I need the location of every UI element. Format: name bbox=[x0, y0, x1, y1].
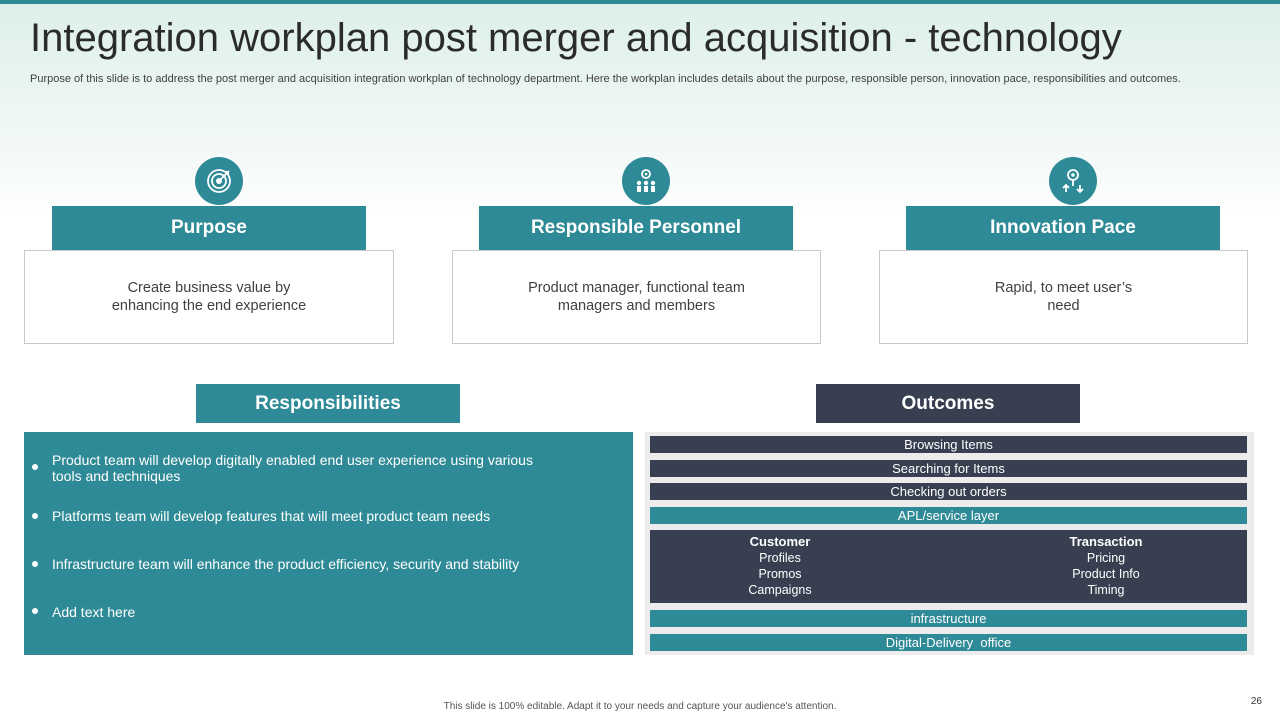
footer-note: This slide is 100% editable. Adapt it to… bbox=[443, 701, 837, 712]
outcomes-panel: Browsing Items Searching for Items Check… bbox=[645, 432, 1254, 655]
responsible-personnel-header: Responsible Personnel bbox=[479, 206, 793, 250]
transaction-item: Pricing bbox=[1086, 551, 1126, 565]
purpose-card: Create business value by enhancing the e… bbox=[24, 250, 394, 344]
outcome-block: Customer Profiles Promos Campaigns Trans… bbox=[650, 530, 1247, 603]
team-gear-icon bbox=[622, 157, 670, 205]
transaction-item: Product Info bbox=[1072, 567, 1140, 581]
responsibility-item: Infrastructure team will enhance the pro… bbox=[52, 556, 520, 572]
page-number: 26 bbox=[1250, 696, 1262, 707]
bullet-icon bbox=[32, 561, 38, 567]
responsibility-item: Platforms team will develop features tha… bbox=[52, 508, 491, 524]
bullet-icon bbox=[32, 464, 38, 470]
responsibility-item: Add text here bbox=[52, 604, 136, 620]
innovation-pace-header: Innovation Pace bbox=[906, 206, 1220, 250]
innovation-pace-card: Rapid, to meet user’s need bbox=[879, 250, 1248, 344]
responsibilities-header: Responsibilities bbox=[196, 384, 460, 423]
slide-title: Integration workplan post merger and acq… bbox=[30, 16, 1122, 60]
customer-item: Profiles bbox=[759, 551, 801, 565]
top-accent-bar bbox=[0, 0, 1280, 4]
responsibilities-panel: Product team will develop digitally enab… bbox=[24, 432, 633, 655]
responsibility-item: Product team will develop digitally enab… bbox=[52, 452, 533, 484]
outcome-bar-checkout: Checking out orders bbox=[650, 483, 1247, 500]
outcomes-header: Outcomes bbox=[816, 384, 1080, 423]
customer-item: Promos bbox=[758, 567, 802, 581]
transaction-column: Transaction Pricing Product Info Timing bbox=[1006, 534, 1206, 598]
bullet-icon bbox=[32, 513, 38, 519]
purpose-header: Purpose bbox=[52, 206, 366, 250]
customer-column: Customer Profiles Promos Campaigns bbox=[680, 534, 880, 598]
responsible-personnel-text: Product manager, functional team manager… bbox=[528, 280, 745, 314]
purpose-text: Create business value by enhancing the e… bbox=[111, 280, 307, 314]
slide-subtitle: Purpose of this slide is to address the … bbox=[30, 73, 1181, 85]
outcome-bar-browsing: Browsing Items bbox=[650, 436, 1247, 453]
target-icon bbox=[195, 157, 243, 205]
innovation-pace-text: Rapid, to meet user’s need bbox=[994, 280, 1133, 314]
customer-item: Campaigns bbox=[748, 583, 812, 597]
responsible-personnel-card: Product manager, functional team manager… bbox=[452, 250, 821, 344]
innovation-icon bbox=[1049, 157, 1097, 205]
transaction-title: Transaction bbox=[1069, 534, 1143, 549]
outcome-bar-infrastructure: infrastructure bbox=[650, 610, 1247, 627]
transaction-item: Timing bbox=[1087, 583, 1125, 597]
outcome-bar-service-layer: APL/service layer bbox=[650, 507, 1247, 524]
outcome-bar-searching: Searching for Items bbox=[650, 460, 1247, 477]
customer-title: Customer bbox=[749, 534, 811, 549]
bullet-icon bbox=[32, 608, 38, 614]
outcome-bar-digital-delivery: Digital-Delivery office bbox=[650, 634, 1247, 651]
